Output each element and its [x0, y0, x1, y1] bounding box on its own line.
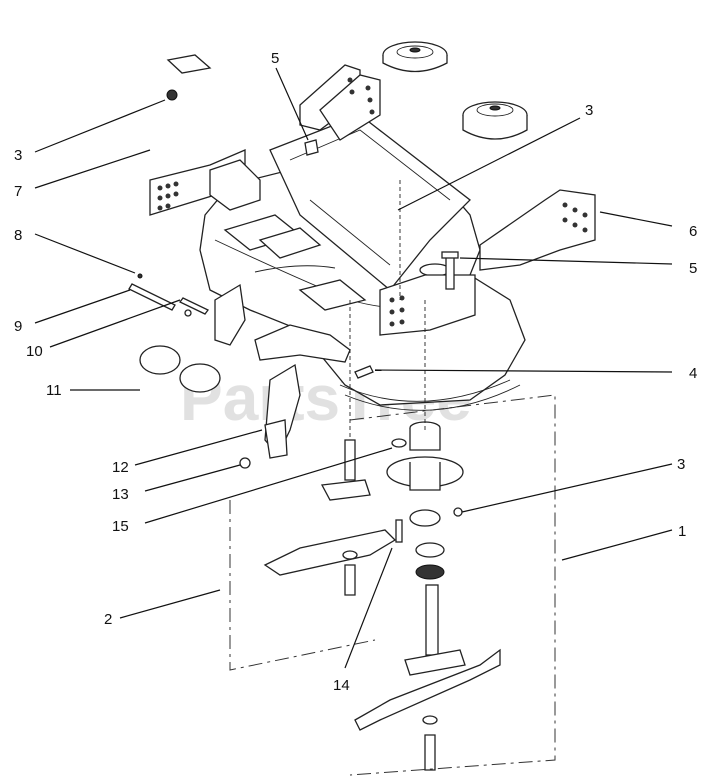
callout-5-right: 5 [689, 260, 697, 277]
leader-lines [34, 67, 673, 669]
callout-3-top-right: 3 [585, 102, 593, 119]
callout-1: 1 [678, 523, 686, 540]
callout-11: 11 [46, 382, 62, 399]
bolt-5a [304, 139, 319, 156]
callout-5-top: 5 [271, 50, 279, 67]
bolt-5b [441, 251, 459, 290]
callout-15: 15 [112, 518, 129, 535]
upper-pulley [382, 41, 448, 73]
decal-plate [166, 54, 212, 74]
roller-wheels-11 [139, 345, 221, 393]
callout-8: 8 [14, 227, 22, 244]
bolt-4 [354, 365, 374, 379]
callout-3-bottom-right: 3 [677, 456, 685, 473]
blade-left [263, 529, 397, 596]
callout-10: 10 [26, 343, 43, 360]
spindle-housing [386, 421, 464, 656]
left-spindle-shaft [320, 439, 403, 543]
right-hanger-bracket [479, 189, 596, 271]
lower-pulley [462, 101, 528, 140]
washer-15 [391, 438, 407, 448]
callout-2: 2 [104, 611, 112, 628]
rod-10 [179, 297, 209, 317]
assembly-outline-1 [349, 394, 556, 776]
nut-13 [239, 457, 251, 469]
left-hanger-bracket [149, 149, 261, 216]
chute-deflector-12 [264, 363, 301, 459]
front-baffle [214, 283, 351, 363]
callout-9: 9 [14, 318, 22, 335]
callout-12: 12 [112, 459, 129, 476]
pin-8 [137, 273, 143, 279]
callout-4: 4 [689, 365, 697, 382]
callout-3-top-left: 3 [14, 147, 22, 164]
callout-6: 6 [689, 223, 697, 240]
assembly-outline-2 [229, 500, 376, 671]
rod-9 [128, 283, 176, 311]
blade-right [354, 648, 501, 771]
left-rear-hanger [299, 64, 381, 141]
callout-13: 13 [112, 486, 129, 503]
callout-7: 7 [14, 183, 22, 200]
right-front-hanger [379, 274, 476, 336]
callout-14: 14 [333, 677, 350, 694]
nut-3a [166, 89, 178, 101]
nut-3c [453, 507, 463, 517]
